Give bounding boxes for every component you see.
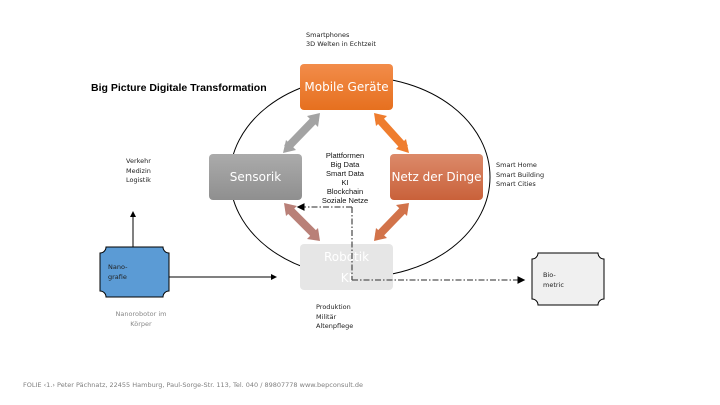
svg-text:Militär: Militär	[316, 313, 337, 321]
svg-text:Nanorobotor im: Nanorobotor im	[116, 310, 167, 318]
svg-text:Smart Cities: Smart Cities	[496, 180, 536, 188]
page-title: Big Picture Digitale Transformation	[91, 82, 267, 94]
svg-text:KI: KI	[341, 178, 348, 187]
nano-caption: Nanorobotor im Körper	[116, 310, 167, 328]
node-biometric[interactable]: Bio- metric	[531, 252, 605, 306]
node-sensorik[interactable]: Sensorik	[209, 154, 302, 200]
dashdot-connectors	[296, 203, 526, 284]
robotik-notes: Produktion Militär Altenpflege	[316, 303, 353, 330]
netz-notes: Smart Home Smart Building Smart Cities	[496, 161, 544, 188]
node-mobile-geraete[interactable]: Mobile Geräte	[300, 64, 393, 110]
mobile-notes: Smartphones 3D Welten in Echtzeit	[306, 31, 376, 48]
svg-text:Produktion: Produktion	[316, 303, 351, 311]
svg-text:Logistik: Logistik	[126, 176, 151, 184]
node-label: Netz der Dinge	[391, 170, 481, 184]
svg-text:Smart Building: Smart Building	[496, 171, 544, 179]
arrow-mobile-netz	[374, 113, 409, 153]
arrow-netz-robotik	[374, 203, 409, 241]
svg-text:Soziale Netze: Soziale Netze	[322, 196, 368, 205]
center-topics: Plattformen Big Data Smart Data KI Block…	[322, 151, 368, 205]
svg-text:Smart Home: Smart Home	[496, 161, 537, 169]
node-label: Bio-	[543, 271, 556, 279]
svg-text:Medizin: Medizin	[126, 167, 151, 175]
node-label: grafie	[108, 273, 127, 281]
footer: FOLIE ‹1.› Peter Pächnatz, 22455 Hamburg…	[23, 381, 363, 389]
svg-text:Smart Data: Smart Data	[326, 169, 365, 178]
node-label: Mobile Geräte	[304, 80, 388, 94]
nano-notes: Verkehr Medizin Logistik	[126, 157, 151, 184]
svg-text:Blockchain: Blockchain	[327, 187, 363, 196]
node-label: KI	[341, 271, 352, 285]
node-label: Robotik	[324, 250, 369, 264]
svg-text:Smartphones: Smartphones	[306, 31, 350, 39]
svg-text:Plattformen: Plattformen	[326, 151, 364, 160]
node-nanografie[interactable]: Nano- grafie	[99, 246, 170, 298]
svg-text:Körper: Körper	[130, 320, 152, 328]
node-robotik-ki[interactable]: Robotik KI	[300, 244, 393, 290]
arrow-mobile-sensorik	[283, 113, 320, 153]
node-label: Sensorik	[230, 170, 281, 184]
node-label: metric	[543, 281, 564, 289]
svg-text:Altenpflege: Altenpflege	[316, 322, 353, 330]
node-label: Nano-	[108, 263, 128, 271]
svg-text:Big Data: Big Data	[331, 160, 361, 169]
arrow-sensorik-robotik	[284, 203, 320, 241]
svg-text:3D Welten in Echtzeit: 3D Welten in Echtzeit	[306, 40, 376, 48]
svg-text:Verkehr: Verkehr	[126, 157, 151, 165]
node-netz-der-dinge[interactable]: Netz der Dinge	[390, 154, 483, 200]
